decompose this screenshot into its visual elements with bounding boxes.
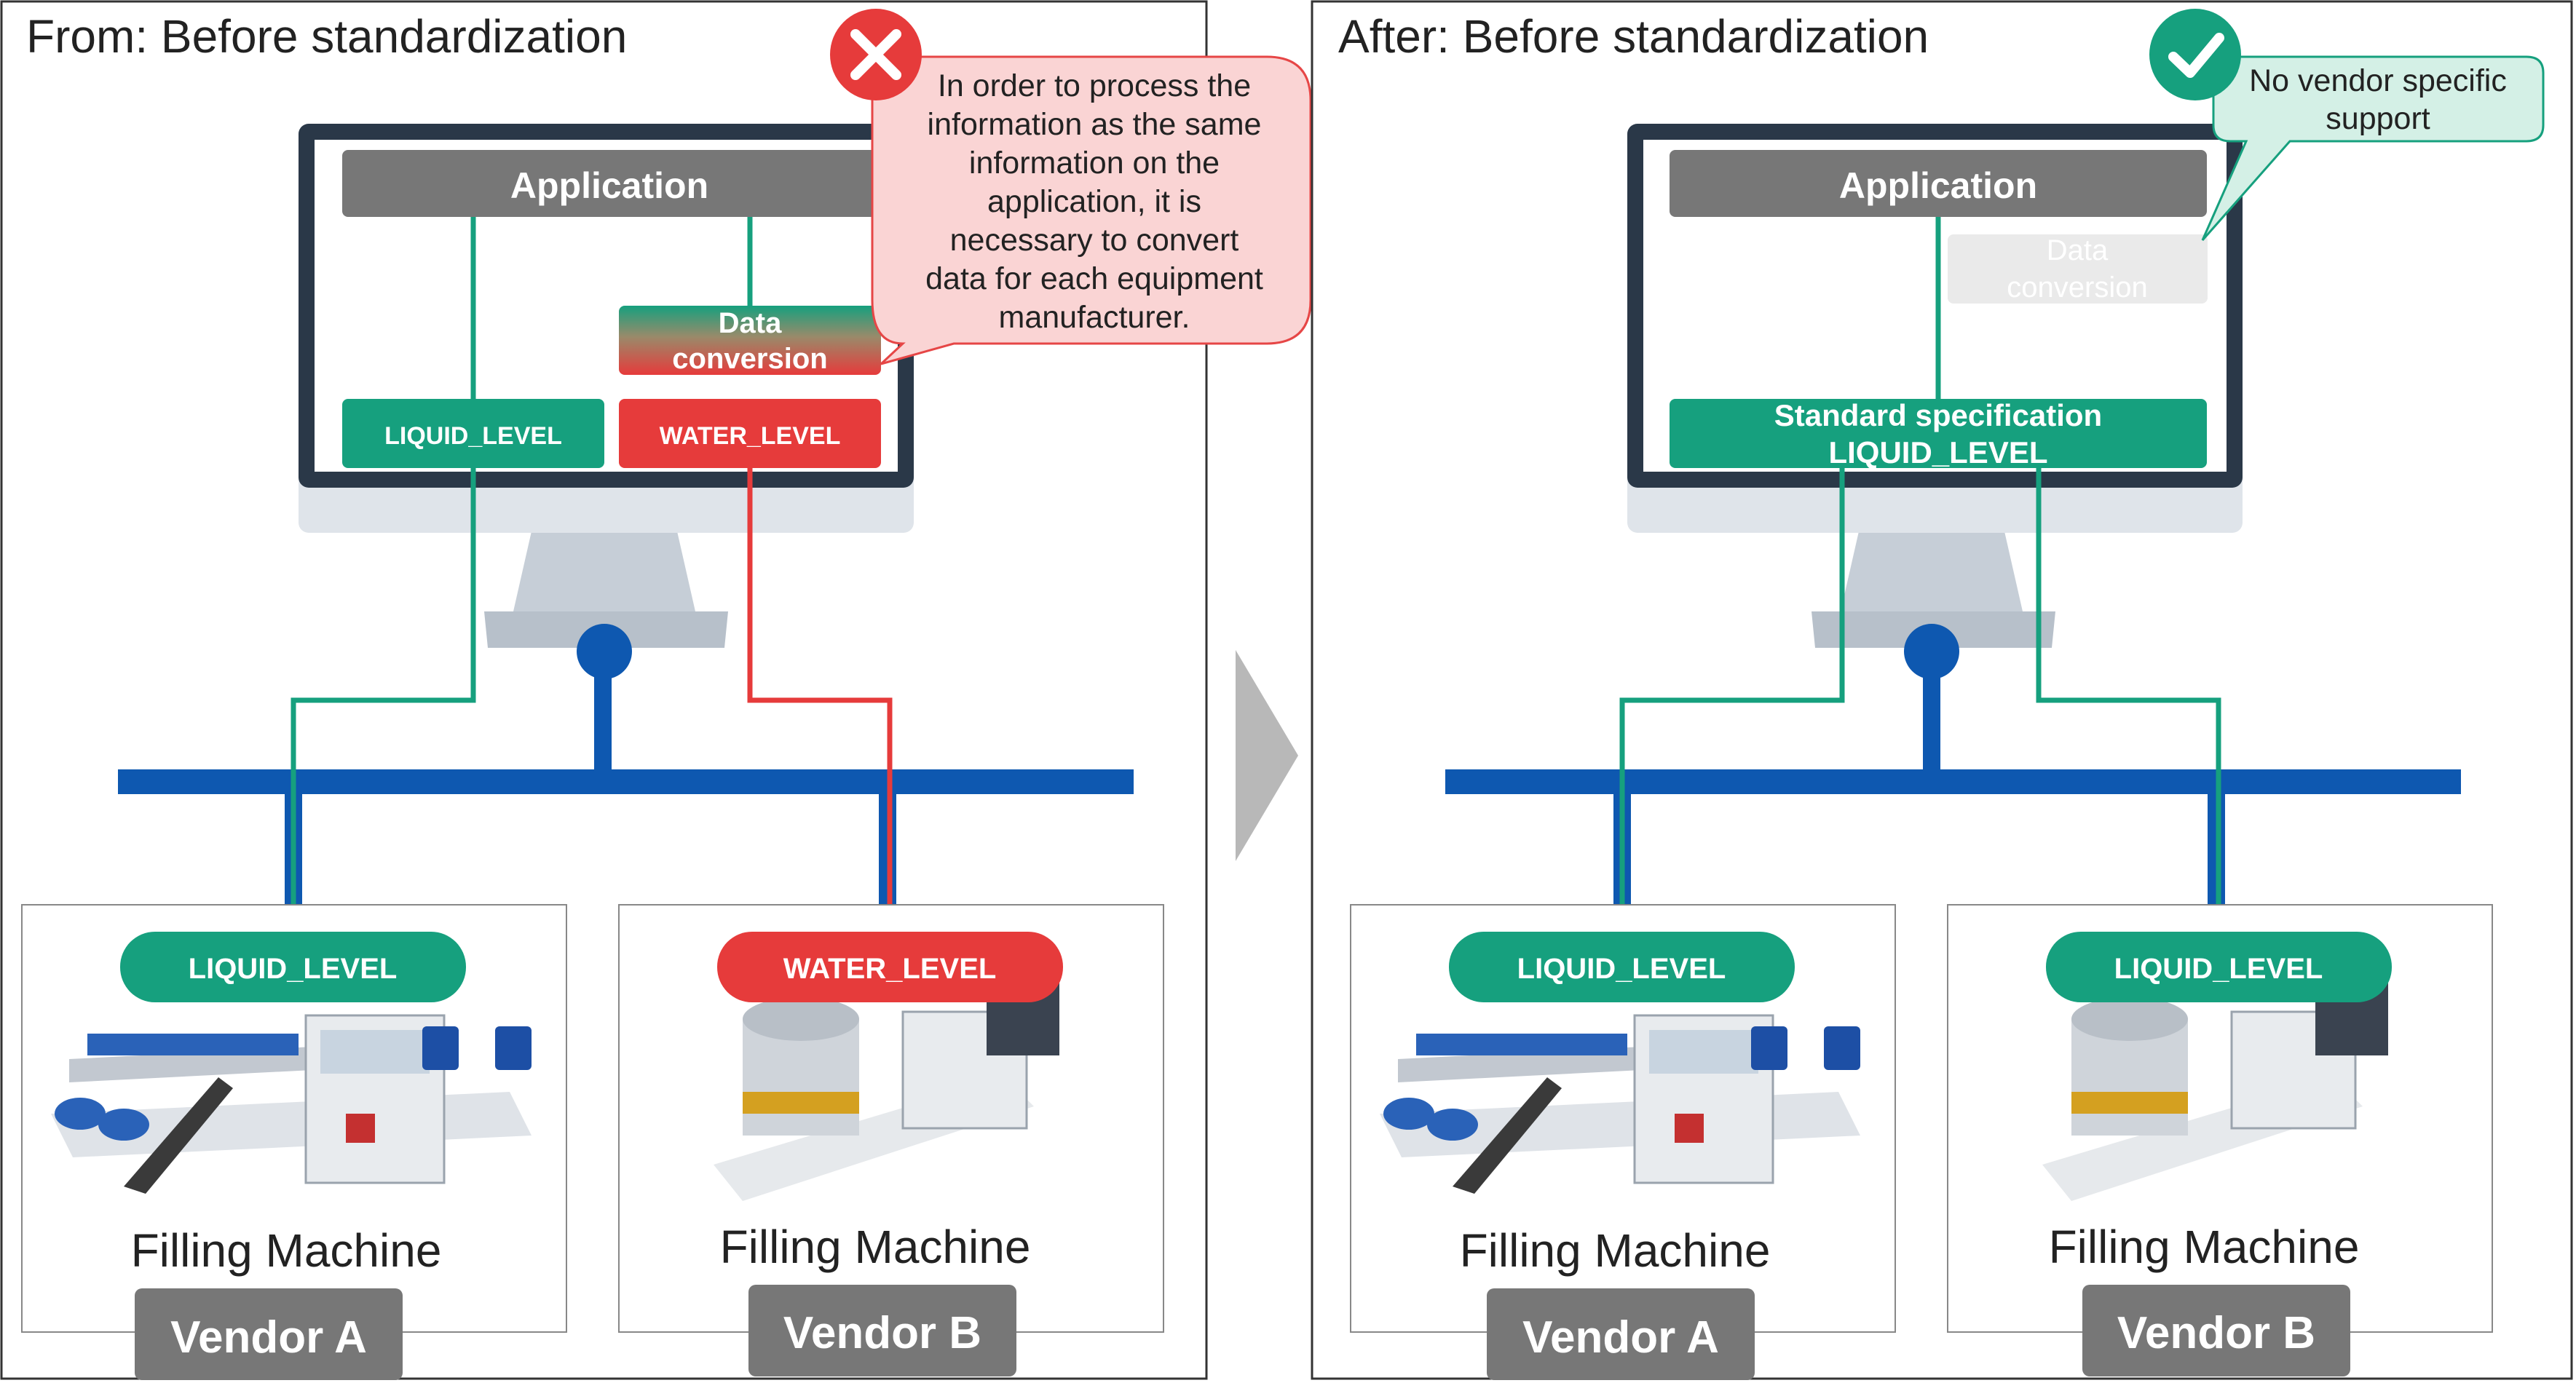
left-panel: From: Before standardization Application… [0,0,1312,1380]
network-node [577,624,632,679]
application-box [342,150,877,217]
machine-b-caption: Filling Machine [720,1221,1031,1273]
left-title: From: Before standardization [26,10,627,63]
data-conversion-line2: conversion [672,343,827,375]
machine-a-card: Filling Machine Vendor A LIQUID_LEVEL [1350,904,1896,1380]
liquid-level-path-a [1619,468,1845,939]
machine-a-tag [120,932,466,1002]
left-callout-line3: information on the [969,146,1220,181]
machine-b-caption: Filling Machine [2049,1221,2360,1273]
right-panel: After: Before standardization Applicatio… [1311,0,2573,1380]
network-bus [118,769,1134,794]
machine-b-tag-label: LIQUID_LEVEL [2114,953,2323,985]
application-label: Application [510,165,708,206]
monitor-stand [513,531,695,611]
check-icon [2149,9,2241,100]
cross-icon [830,9,922,100]
vendor-b-badge [748,1285,1016,1376]
right-callout: No vendor specific support [2201,55,2545,241]
pc-water-level-label: WATER_LEVEL [660,422,841,450]
data-conversion-box [619,306,881,375]
liquid-level-path-b [2036,468,2221,939]
standard-spec-box [1670,399,2207,468]
data-conversion-box-disabled [1948,234,2208,304]
vendor-a-badge [1487,1288,1755,1380]
left-callout: In order to process the information as t… [871,55,1312,365]
application-box [1670,150,2207,217]
data-conversion-line1: Data [2047,234,2109,266]
network-node [1904,624,1959,679]
machine-a-caption: Filling Machine [1460,1224,1771,1277]
network-bus [1445,769,2461,794]
machine-a-tag-label: LIQUID_LEVEL [1517,953,1726,985]
machine-b-tag [717,932,1063,1002]
left-callout-line2: information as the same [928,107,1262,142]
machine-b-card: Filling Machine Vendor B LIQUID_LEVEL [1947,904,2493,1376]
machine-a-tag [1449,932,1795,1002]
standard-spec-line1: Standard specification [1774,398,2102,432]
machine-a-card: Filling Machine Vendor A LIQUID_LEVEL [21,904,567,1380]
right-title: After: Before standardization [1338,10,1929,63]
machine-a-caption: Filling Machine [131,1224,442,1277]
left-callout-line5: necessary to convert [950,223,1239,258]
pc-water-level-tag [619,399,881,468]
filling-machine-b-illustration [2042,968,2388,1201]
machine-b-card: Filling Machine Vendor B WATER_LEVEL [618,904,1164,1376]
machine-a-tag-label: LIQUID_LEVEL [189,953,398,985]
vendor-a-label: Vendor A [170,1312,367,1363]
left-callout-line4: application, it is [987,184,1201,219]
machine-b-tag [2046,932,2392,1002]
left-callout-line7: manufacturer. [999,300,1190,335]
left-callout-line1: In order to process the [938,68,1251,103]
liquid-level-path [291,468,476,939]
machine-b-tag-label: WATER_LEVEL [783,953,997,985]
data-conversion-line1: Data [719,307,782,339]
application-label: Application [1839,165,2037,206]
vendor-b-badge [2082,1285,2350,1376]
vendor-a-badge [135,1288,403,1380]
right-callout-line2: support [2326,101,2430,136]
filling-machine-a-illustration [51,1014,532,1194]
pc-liquid-level-tag [342,399,604,468]
vendor-b-label: Vendor B [783,1308,981,1358]
vendor-a-label: Vendor A [1522,1312,1719,1363]
data-conversion-line2: conversion [2007,272,2147,304]
right-callout-line1: No vendor specific [2249,63,2507,98]
standard-spec-line2: LIQUID_LEVEL [1828,435,2047,469]
pc-liquid-level-label: LIQUID_LEVEL [384,422,562,450]
chevron-right-icon [1236,650,1298,861]
left-callout-line6: data for each equipment [925,261,1263,296]
filling-machine-a-illustration [1380,1014,1860,1194]
monitor-stand [1841,531,2023,611]
water-level-path [747,468,893,939]
vendor-b-label: Vendor B [2117,1308,2315,1358]
